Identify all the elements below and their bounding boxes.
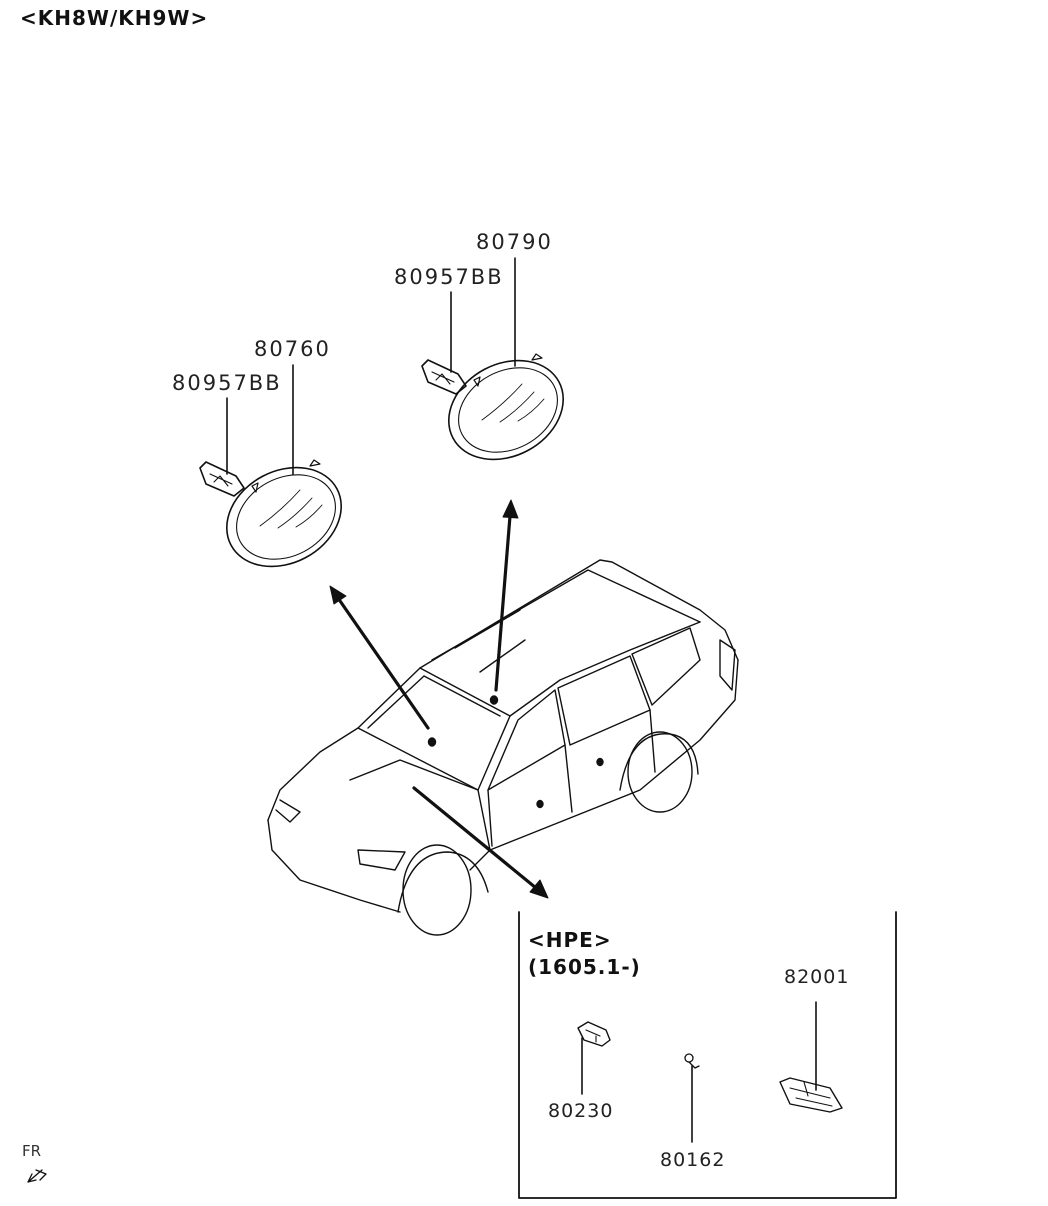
label-80230: 80230: [548, 1100, 614, 1122]
label-80790: 80790: [476, 230, 553, 254]
detail-box-title: <HPE>: [528, 928, 612, 952]
label-80957bb-right: 80957BB: [394, 265, 504, 289]
part-82001-bracket: [779, 1077, 843, 1113]
front-arrow-icon: [27, 1169, 47, 1183]
bulb-left: [199, 461, 245, 497]
label-80760: 80760: [254, 337, 331, 361]
side-marker-lamp-right: [447, 353, 565, 461]
side-marker-lamp-left: [225, 459, 343, 568]
label-80957bb-left: 80957BB: [172, 371, 282, 395]
model-code-heading: <KH8W/KH9W>: [20, 6, 209, 30]
part-80162-screw: [684, 1053, 700, 1069]
lamp-mount-point-1: [427, 737, 437, 747]
label-82001: 82001: [784, 966, 850, 988]
part-80230-clip: [577, 1021, 611, 1047]
callout-arrows: [329, 499, 549, 899]
detail-box-frame: [518, 911, 897, 1199]
bulb-right: [421, 359, 467, 395]
front-indicator-label: FR: [22, 1142, 42, 1160]
lamp-mount-point-2: [489, 695, 499, 705]
label-80162: 80162: [660, 1149, 726, 1171]
detail-box-date-range: (1605.1-): [528, 955, 641, 979]
